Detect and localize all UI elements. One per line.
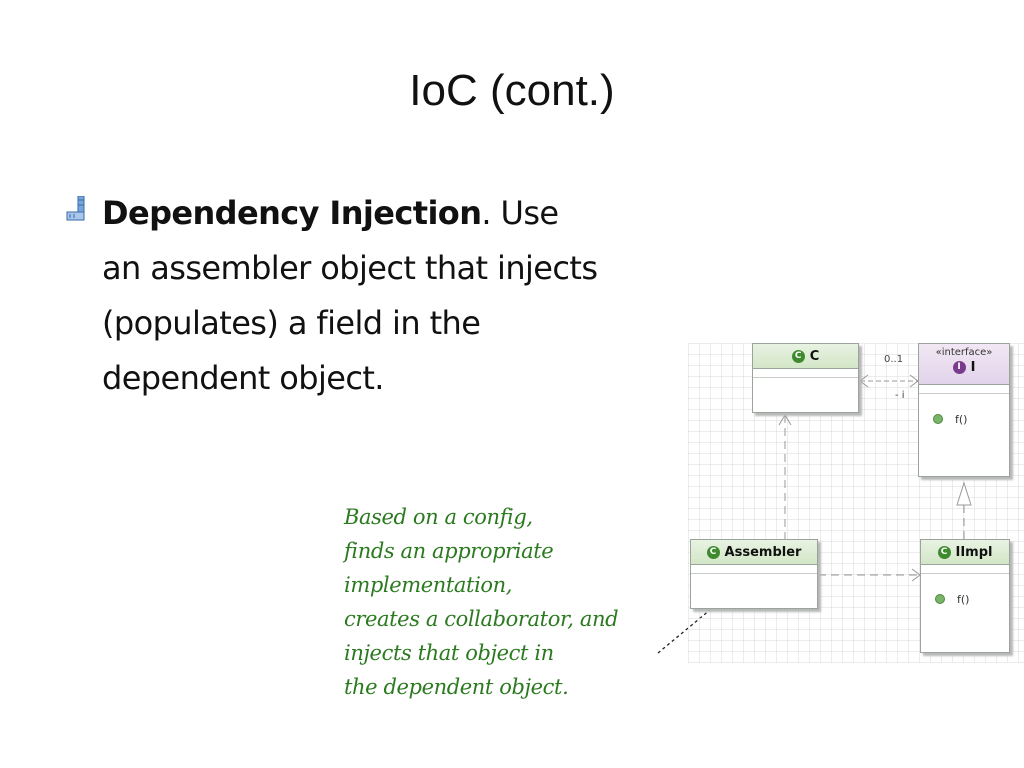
interface-name-row: I I [919, 358, 1009, 376]
class-c-attrs [753, 369, 858, 378]
bullet-line-4: dependent object. [102, 359, 384, 397]
note-line: implementation, [344, 573, 513, 597]
note-line: the dependent object. [344, 675, 569, 699]
interface-stereotype: «interface» [935, 347, 993, 358]
bullet-line-3: (populates) a field in the [102, 304, 481, 342]
iimpl-method-name: f() [957, 592, 970, 606]
class-icon: C [937, 545, 951, 559]
interface-method: f() [919, 408, 1009, 430]
class-iimpl-header: C IImpl [921, 540, 1009, 565]
annotation-note: Based on a config, finds an appropriate … [344, 500, 674, 704]
association-multiplicity: 0..1 [884, 354, 904, 365]
uml-class-diagram: C C 0..1 - i «interface» I I f() C Assem… [688, 343, 1024, 663]
bullet-icon [66, 196, 85, 221]
class-c-name: C [809, 348, 820, 364]
method-icon [933, 414, 943, 424]
note-line: Based on a config, [344, 505, 533, 529]
association-role: - i [895, 390, 905, 401]
class-icon: C [791, 349, 805, 363]
class-assembler-attrs [691, 565, 817, 574]
bullet-line-1-rest: . Use [481, 194, 559, 232]
bullet-text: Dependency Injection. Use an assembler o… [102, 186, 702, 406]
class-iimpl-box: C IImpl f() [920, 539, 1010, 653]
class-icon: C [706, 545, 720, 559]
class-assembler-name: Assembler [724, 544, 802, 560]
class-iimpl-attrs [921, 565, 1009, 574]
interface-i-name: I [970, 359, 976, 375]
interface-i-header: «interface» I I [919, 344, 1009, 385]
class-iimpl-name: IImpl [955, 544, 993, 560]
bullet-line-2: an assembler object that injects [102, 249, 598, 287]
note-line: finds an appropriate [344, 539, 554, 563]
bullet-bold-term: Dependency Injection [102, 194, 482, 232]
class-c-header: C C [753, 344, 858, 369]
slide-title: IoC (cont.) [409, 66, 615, 115]
interface-i-attrs [919, 385, 1009, 394]
interface-icon: I [952, 360, 966, 374]
iimpl-method: f() [921, 588, 1009, 610]
class-assembler-header: C Assembler [691, 540, 817, 565]
note-line: creates a collaborator, and [344, 607, 619, 631]
class-assembler-box: C Assembler [690, 539, 818, 609]
class-c-box: C C [752, 343, 859, 413]
bullet-line-1: Dependency Injection. Use [102, 186, 702, 241]
note-line: injects that object in [344, 641, 554, 665]
method-icon [935, 594, 945, 604]
interface-method-name: f() [955, 412, 968, 426]
interface-i-box: «interface» I I f() [918, 343, 1010, 477]
